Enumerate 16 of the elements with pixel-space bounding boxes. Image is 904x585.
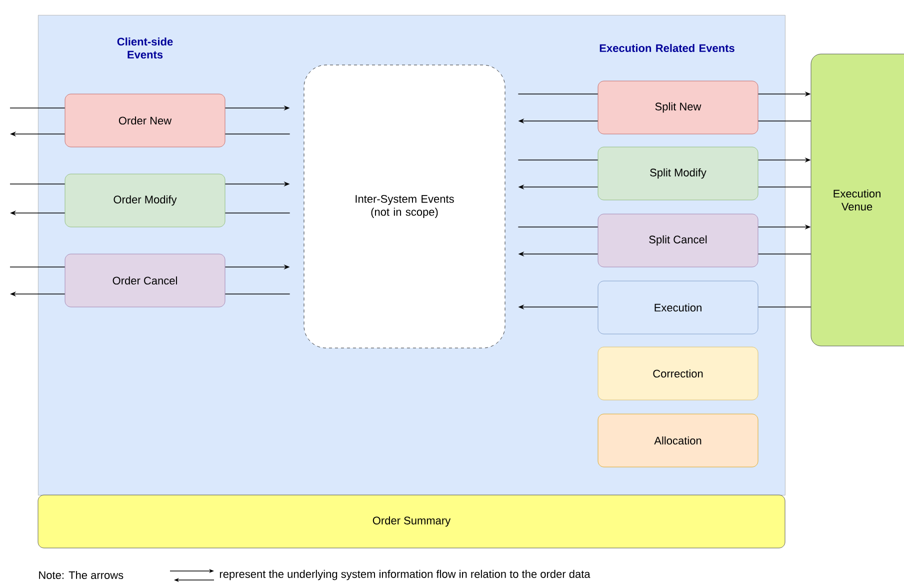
event-box: Order New <box>64 94 226 148</box>
event-box: Split New <box>598 80 758 134</box>
event-box: Execution <box>598 280 758 334</box>
summary-bar: Order Summary <box>38 494 786 548</box>
event-box: Correction <box>598 346 758 400</box>
event-box: Order Cancel <box>64 254 226 308</box>
note-text: Note: The arrows <box>39 570 124 580</box>
section-heading: Execution Related Events <box>600 44 734 52</box>
event-box: Allocation <box>598 414 758 468</box>
venue-box: Execution Venue <box>810 54 904 346</box>
event-box: Split Cancel <box>598 214 758 268</box>
section-heading: Client-side Events <box>117 37 173 59</box>
event-box: Order Modify <box>64 174 226 228</box>
event-box: Split Modify <box>598 146 758 200</box>
note-text: represent the underlying system information flow in relation to the order data <box>220 570 590 580</box>
scope-box: Inter-System Events (not in scope) <box>304 64 506 348</box>
